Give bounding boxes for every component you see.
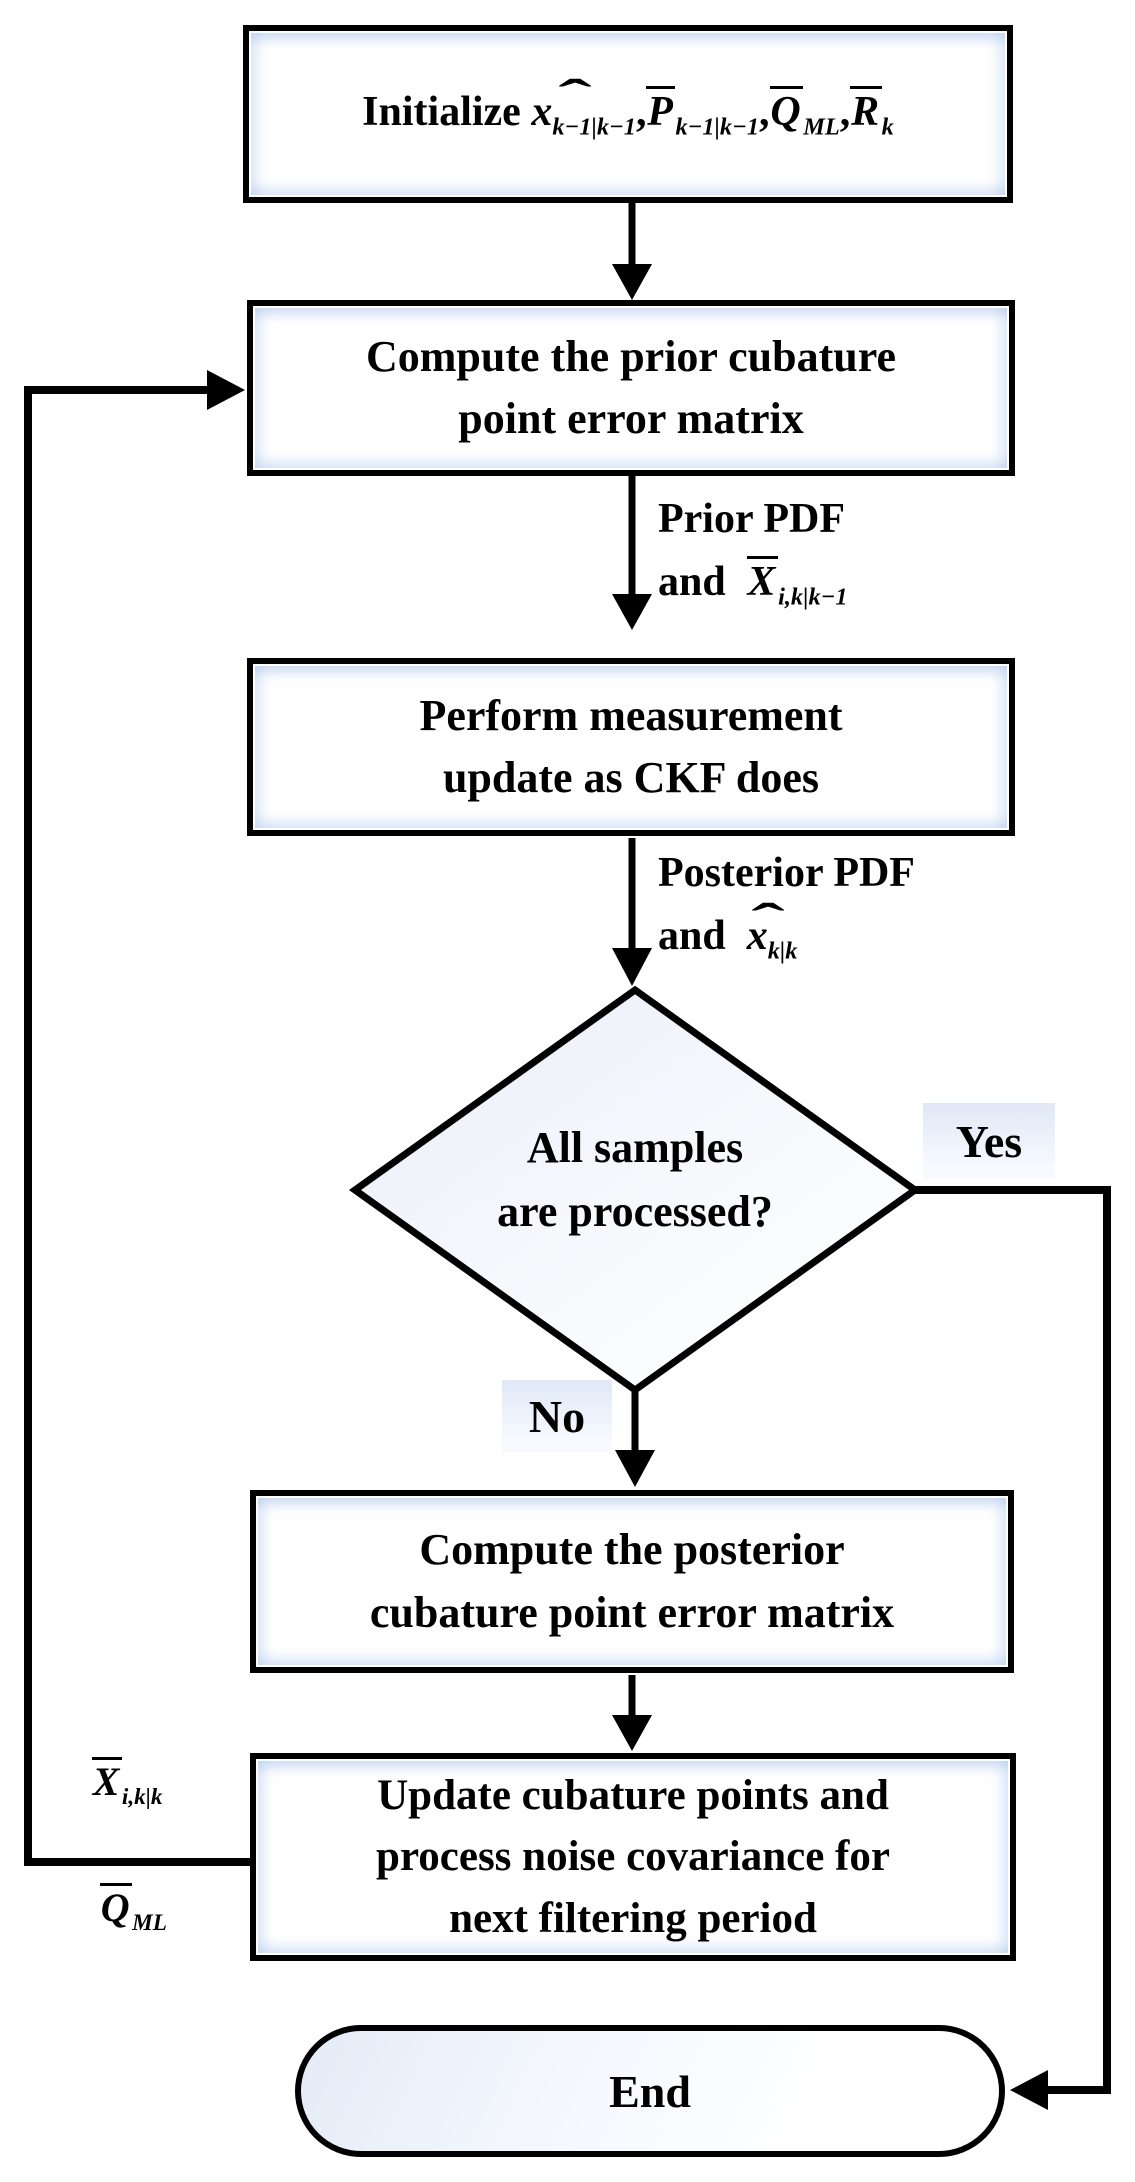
arrowhead-measure-to-decision <box>612 948 652 986</box>
formula-sub: k <box>881 113 894 141</box>
node-text-line: process noise covariance for <box>376 1833 890 1881</box>
node-measurement-update: Perform measurement update as CKF does <box>247 658 1015 836</box>
arrowhead-yes-to-end <box>1010 2070 1048 2110</box>
branch-label-yes: Yes <box>923 1103 1055 1179</box>
node-compute-posterior: Compute the posterior cubature point err… <box>250 1490 1014 1673</box>
bar-accent: Q <box>100 1882 133 1930</box>
hat-accent-icon: ˆ <box>558 71 593 125</box>
node-text-line: Compute the posterior <box>419 1525 845 1575</box>
node-text-line: Perform measurement <box>419 690 843 740</box>
node-text-line: Update cubature points and <box>377 1772 889 1820</box>
formula-sub: i,k|k−1 <box>778 583 848 611</box>
yes-branch-line <box>915 1186 1111 2094</box>
bar-accent: X <box>92 1756 122 1804</box>
initialize-prefix: Initialize <box>362 89 521 136</box>
formula-base: P <box>647 89 673 136</box>
formula-sub: ML <box>132 1910 167 1936</box>
formula-base: x <box>531 89 553 136</box>
comma: , <box>759 89 770 136</box>
bar-accent: R <box>850 85 882 136</box>
node-end: End <box>295 2025 1005 2157</box>
bar-accent: Q <box>769 85 804 136</box>
bar-accent: X <box>746 555 779 605</box>
arrowhead-prior-to-measure <box>612 594 652 630</box>
formula-sub: k|k <box>767 937 798 965</box>
formula-base: X <box>92 1759 120 1804</box>
label-line: Prior PDF <box>658 496 845 542</box>
formula-base: x <box>746 913 768 959</box>
formula-base: R <box>851 89 880 136</box>
node-text-line: next filtering period <box>449 1894 817 1942</box>
decision-line: are processed? <box>497 1186 773 1236</box>
formula-sub: k−1|k−1 <box>552 113 636 141</box>
comma: , <box>635 89 647 136</box>
label-and: and <box>658 559 726 605</box>
arrowhead-posterior-to-update <box>612 1715 652 1751</box>
label-and: and <box>658 913 726 959</box>
node-text-line: cubature point error matrix <box>369 1587 895 1637</box>
node-update-cubature: Update cubature points and process noise… <box>250 1753 1016 1961</box>
formula-base: Q <box>770 89 801 136</box>
decision-line: All samples <box>526 1123 744 1172</box>
arrowhead-init-to-prior <box>612 264 652 300</box>
formula-sub: k−1|k−1 <box>675 113 760 141</box>
arrowhead-no-branch <box>615 1450 655 1487</box>
node-text-line: point error matrix <box>458 394 804 443</box>
decision-text: All samples are processed? <box>385 1116 885 1244</box>
formula-sub: i,k|k <box>121 1784 163 1810</box>
feedback-loop-line <box>24 386 250 1866</box>
node-compute-prior: Compute the prior cubature point error m… <box>247 300 1015 476</box>
comma: , <box>839 89 851 136</box>
formula-base: Q <box>100 1885 130 1930</box>
hat-accent-icon: ˆ <box>751 895 785 949</box>
formula-sub: ML <box>803 113 840 141</box>
decision-diamond <box>348 985 922 1395</box>
branch-label-no: No <box>502 1380 612 1452</box>
label-line: Posterior PDF <box>658 850 915 896</box>
node-text-line: Compute the prior cubature <box>365 331 897 381</box>
node-text-line: update as CKF does <box>442 753 820 802</box>
formula-base: X <box>747 559 776 605</box>
arrowhead-feedback-to-prior <box>207 370 245 410</box>
bar-accent: P <box>646 85 676 136</box>
